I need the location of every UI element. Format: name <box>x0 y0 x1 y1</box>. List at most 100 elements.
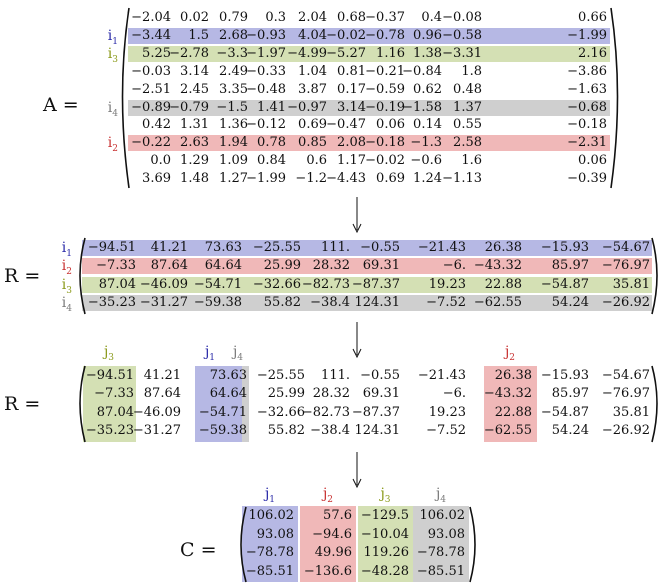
matrix-cell: −0.21 <box>365 63 405 79</box>
matrix-cell: −7.33 <box>96 258 136 274</box>
matrix-cell: 73.63 <box>209 368 247 383</box>
matrix-cell: −0.78 <box>365 27 405 43</box>
matrix-cell: 28.32 <box>312 386 350 402</box>
matrix-cell: 0.55 <box>453 117 482 133</box>
matrix-c-right-bracket <box>469 506 476 583</box>
matrix-cell: −0.12 <box>246 117 286 133</box>
matrix-cell: −0.02 <box>326 27 366 43</box>
matrix-cell: −0.18 <box>567 117 607 133</box>
matrix-cell: −46.09 <box>139 276 188 292</box>
matrix-cell: 28.32 <box>312 258 350 274</box>
matrix-cell: −15.93 <box>540 240 589 255</box>
column-label: j3 <box>380 486 391 505</box>
matrix-cell: 55.82 <box>267 422 305 438</box>
column-highlight <box>242 366 249 442</box>
column-label: j1 <box>264 486 276 505</box>
matrix-cell: 3.69 <box>142 171 171 187</box>
matrix-cell: −43.32 <box>473 258 522 274</box>
matrix-cell: 1.48 <box>180 171 209 187</box>
matrix-cell: −26.92 <box>601 294 650 310</box>
matrix-cell: −54.71 <box>198 404 247 420</box>
matrix-cell: −54.87 <box>540 404 589 420</box>
column-highlight <box>242 506 298 582</box>
matrix-cell: −0.19 <box>365 99 405 115</box>
matrix-cell: −3.44 <box>131 27 171 43</box>
matrix-cell: 93.08 <box>256 526 294 542</box>
matrix-cell: 0.48 <box>453 81 482 97</box>
matrix-cell: −0.97 <box>287 99 327 115</box>
row-label: i3 <box>61 276 72 296</box>
matrix-cell: −31.27 <box>132 422 181 438</box>
matrix-cell: −0.84 <box>402 63 442 79</box>
matrix-cell: 106.02 <box>248 508 295 523</box>
matrix-cell: −32.66 <box>256 404 305 420</box>
matrix-c-left-bracket <box>240 506 247 583</box>
matrix-cell: −3.86 <box>567 63 607 79</box>
matrix-cell: −38.4 <box>310 422 350 438</box>
matrix-cell: −6. <box>442 258 466 274</box>
row-highlight <box>128 135 610 152</box>
matrix-cell: 2.58 <box>453 135 482 151</box>
matrix-cell: −38.4 <box>310 294 350 310</box>
matrix-cell: 1.29 <box>180 153 209 169</box>
matrix-cell: −1.99 <box>567 27 607 43</box>
matrix-cell: 55.82 <box>263 294 301 310</box>
matrix-cell: 1.5 <box>188 27 209 43</box>
matrix-cell: −82.73 <box>301 404 350 420</box>
matrix-a-left-bracket <box>121 7 130 189</box>
matrix-cell: 35.81 <box>612 276 650 292</box>
matrix-cell: 3.35 <box>219 81 248 97</box>
matrix-cell: 111. <box>321 368 350 383</box>
matrix-cell: −0.58 <box>442 27 482 43</box>
column-label: j2 <box>322 486 334 505</box>
matrix-cell: 124.31 <box>354 422 401 438</box>
matrix-cell: −21.43 <box>417 368 466 383</box>
matrix-cell: −54.67 <box>601 240 650 255</box>
matrix-cell: 4.04 <box>298 27 327 43</box>
row-label: i4 <box>61 294 72 314</box>
column-label: j1 <box>204 344 216 363</box>
matrix-cell: −21.43 <box>417 240 466 255</box>
matrix-cell: 64.64 <box>209 386 247 402</box>
matrix-cell: 85.97 <box>551 258 589 274</box>
matrix-cell: 0.69 <box>376 171 405 187</box>
matrix-cell: −2.04 <box>131 10 171 25</box>
matrix-cell: −1.5 <box>216 99 248 115</box>
matrix-cell: 87.04 <box>98 276 136 292</box>
matrix-r-rows-label: R = <box>4 265 41 287</box>
row-label: i3 <box>107 45 118 65</box>
matrix-cell: 26.38 <box>494 368 532 383</box>
matrix-cell: 35.81 <box>612 404 650 420</box>
matrix-cell: −129.5 <box>360 508 409 523</box>
matrix-cell: −1.58 <box>402 99 442 115</box>
matrix-cell: −0.02 <box>365 153 405 169</box>
matrix-cell: −0.93 <box>246 27 286 43</box>
matrix-cell: −0.39 <box>567 171 607 187</box>
matrix-r-rows-right-bracket <box>651 237 658 315</box>
matrix-cell: −87.37 <box>351 404 400 420</box>
matrix-cell: 0.6 <box>306 153 327 169</box>
matrix-cell: 124.31 <box>354 294 401 310</box>
matrix-cell: −0.6 <box>410 153 442 169</box>
matrix-cell: 0.62 <box>413 81 442 97</box>
matrix-cell: 1.37 <box>453 99 482 115</box>
matrix-cell: −78.78 <box>245 545 294 561</box>
matrix-cell: 1.31 <box>180 117 209 133</box>
matrix-cell: 87.04 <box>96 404 134 420</box>
row-highlight <box>82 258 652 275</box>
column-highlight <box>300 506 356 582</box>
matrix-cell: 2.08 <box>337 135 366 151</box>
matrix-cell: 57.6 <box>323 508 352 523</box>
matrix-cell: −94.51 <box>85 368 134 383</box>
matrix-cell: −5.27 <box>326 45 366 61</box>
matrix-cell: −0.08 <box>442 10 482 25</box>
matrix-cell: 2.49 <box>219 63 248 79</box>
row-label: i1 <box>61 240 72 259</box>
matrix-cell: 25.99 <box>267 386 305 402</box>
matrix-cell: −62.55 <box>473 294 522 310</box>
matrix-cell: −48.28 <box>360 563 409 579</box>
matrix-cell: 0.68 <box>337 10 366 25</box>
row-highlight <box>82 276 652 293</box>
matrix-cell: −43.32 <box>483 386 532 402</box>
